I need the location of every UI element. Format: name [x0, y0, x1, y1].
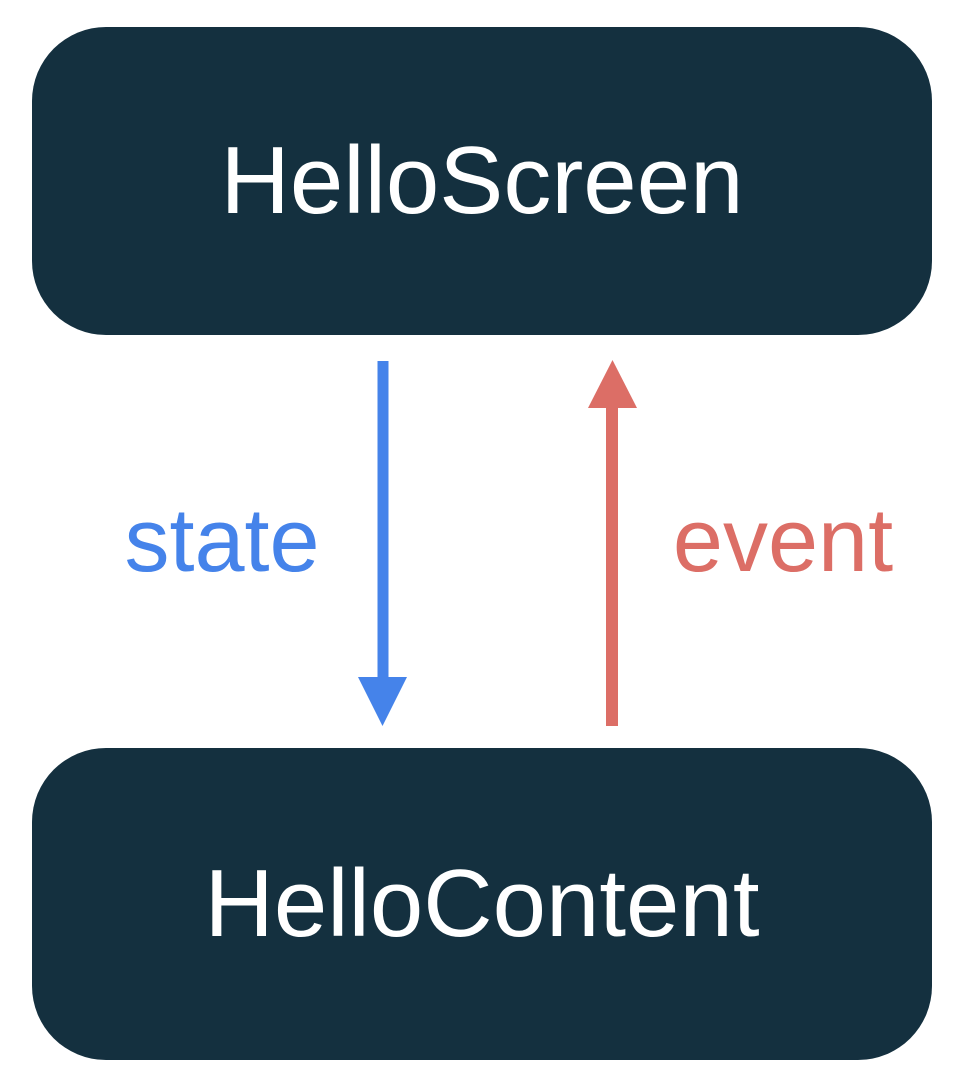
state-arrowhead-icon	[358, 677, 407, 726]
event-label: event	[672, 491, 894, 592]
state-arrow-down	[358, 361, 407, 726]
hello-content-box: HelloContent	[32, 748, 932, 1060]
event-arrowhead-icon	[588, 360, 637, 408]
state-label: state	[124, 491, 320, 592]
hello-content-label: HelloContent	[204, 850, 760, 957]
hello-screen-box: HelloScreen	[32, 27, 932, 335]
hello-screen-label: HelloScreen	[220, 127, 744, 234]
event-arrow-up	[588, 360, 637, 726]
